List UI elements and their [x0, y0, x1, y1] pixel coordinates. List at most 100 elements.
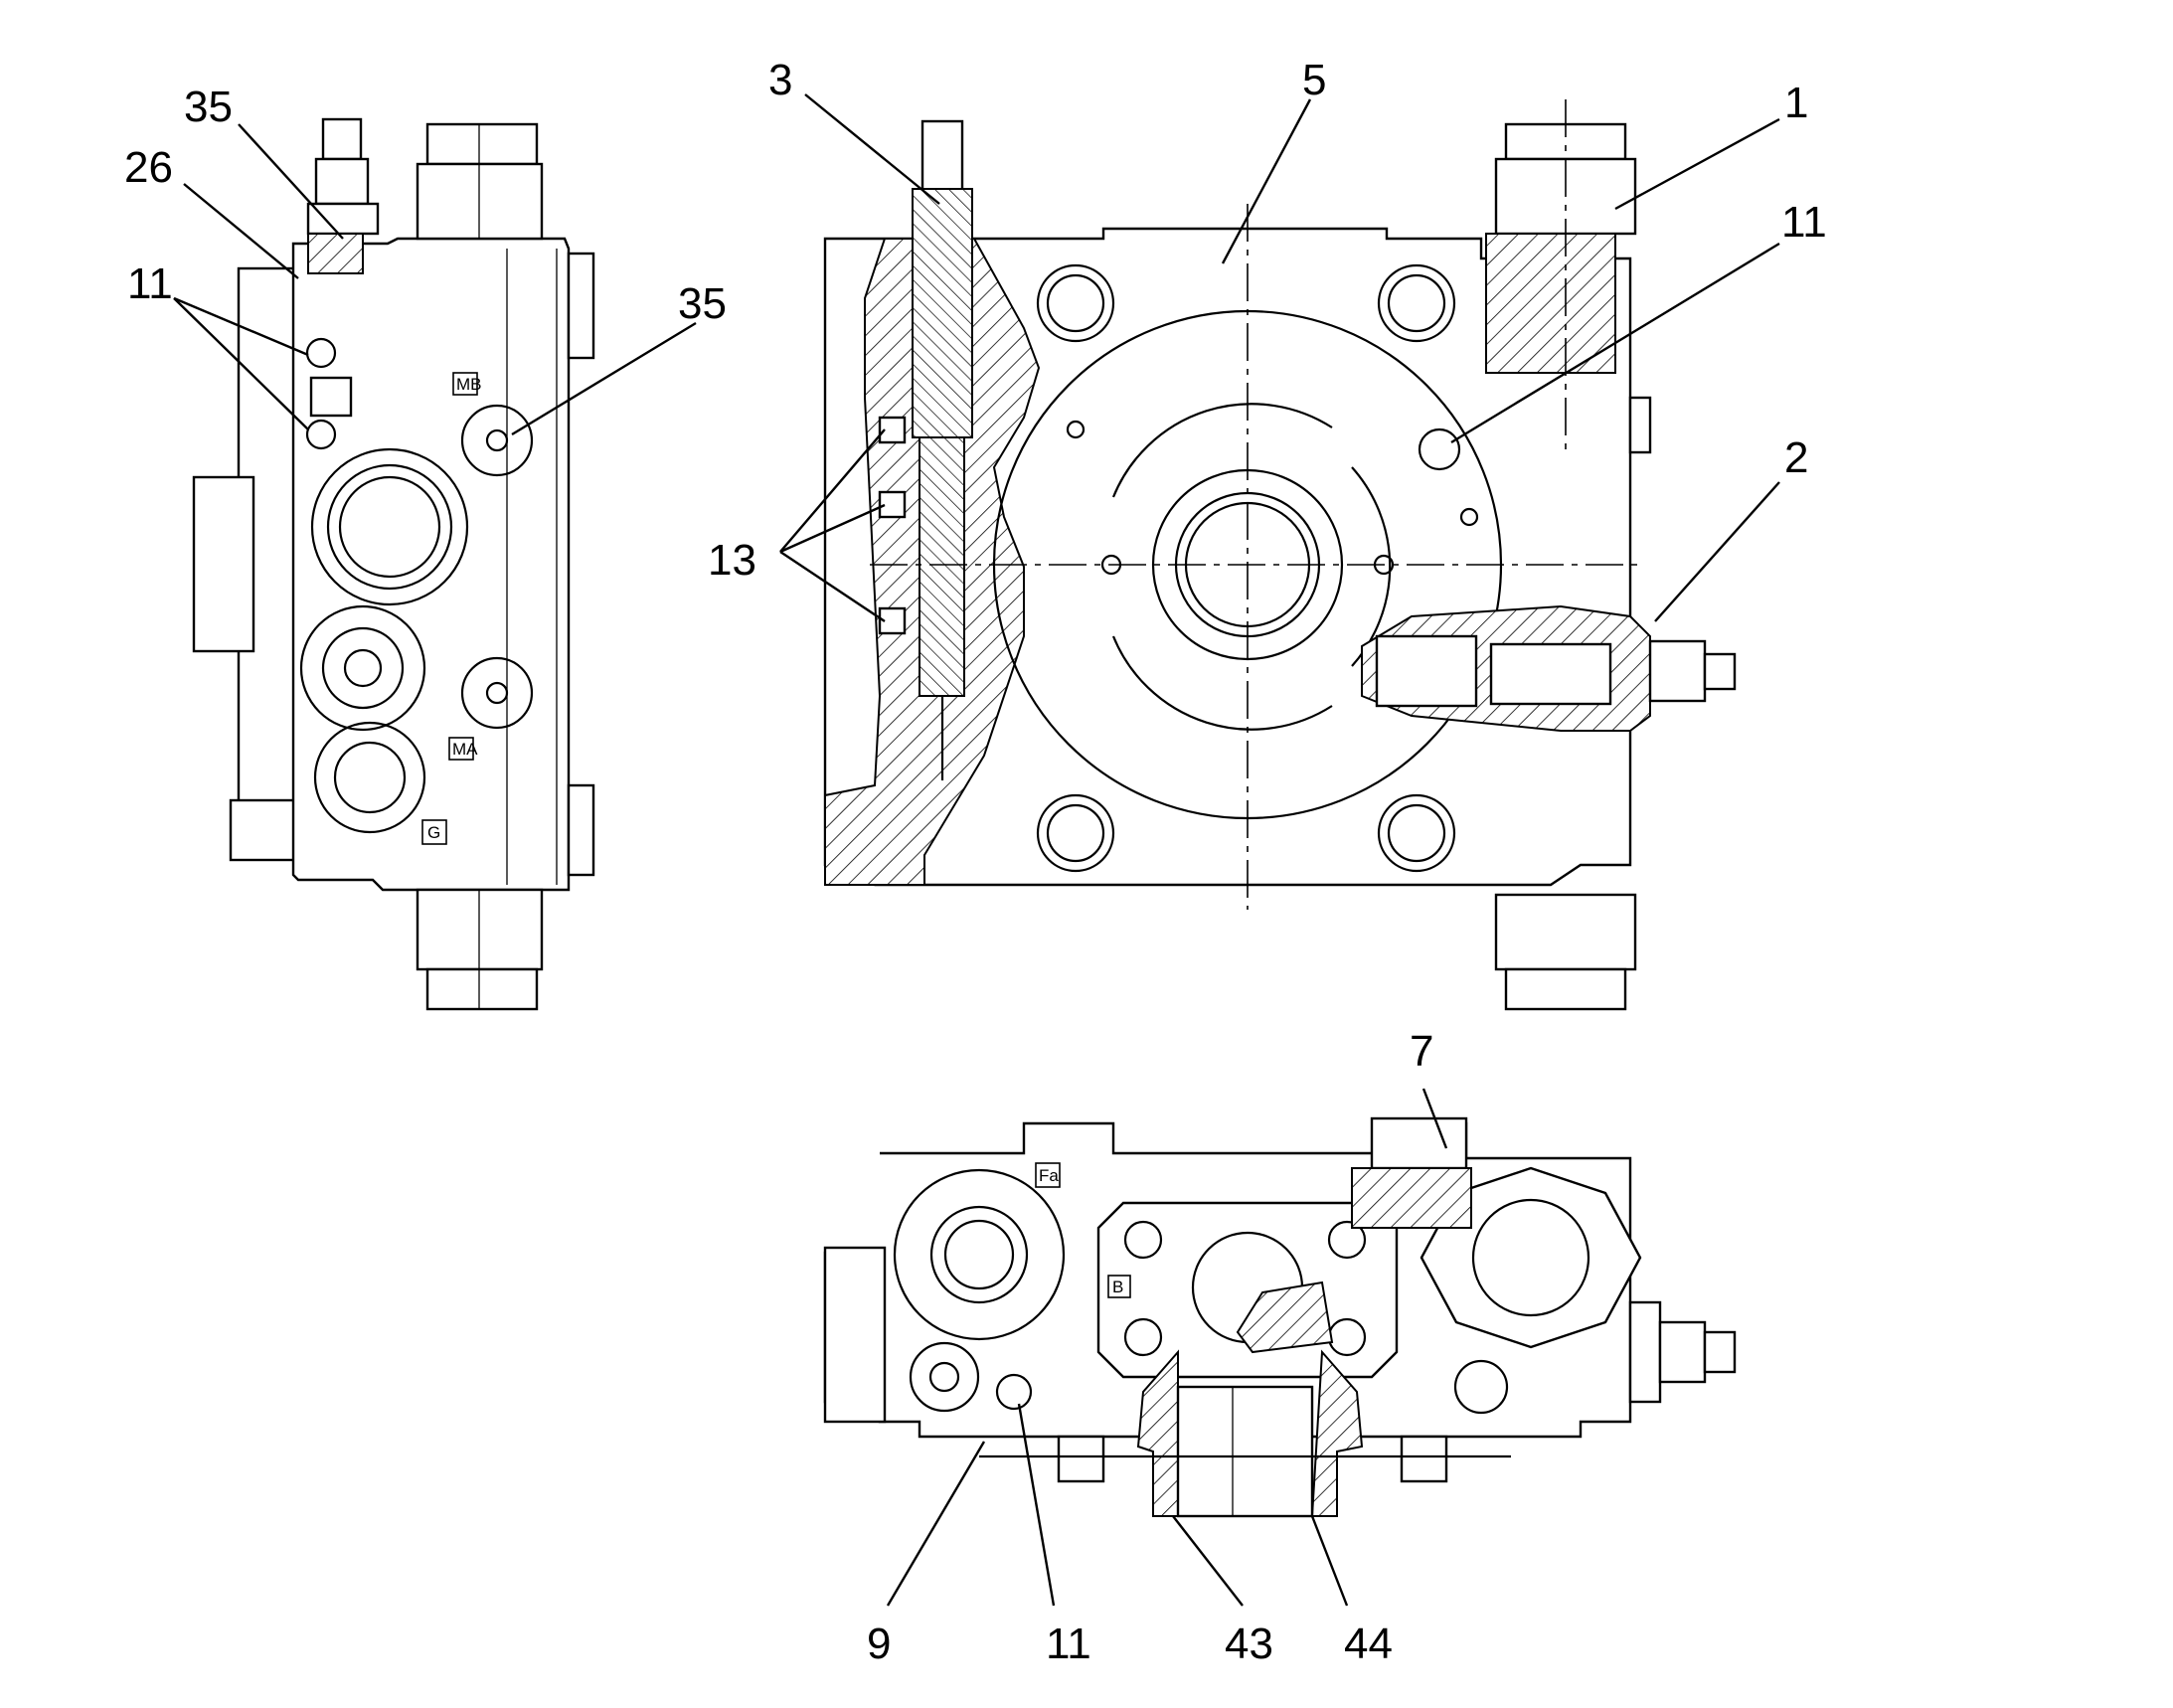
port-label-ma: MA	[452, 740, 478, 759]
side-gauge-port-ma-outer	[460, 656, 534, 730]
callout-side-35-top: 35	[184, 83, 233, 131]
front-view: 3 5 1 11 2 13	[708, 56, 1827, 1011]
side-right-flange	[567, 252, 595, 360]
side-hex-plug-mid	[321, 626, 405, 710]
leader-front-2	[1654, 481, 1780, 622]
leader-front-3	[804, 93, 940, 205]
front-valve-3-body	[912, 188, 973, 438]
side-main-body	[291, 237, 571, 892]
bottom-right-valve-nut	[1658, 1320, 1707, 1384]
side-right-lower-flange	[567, 783, 595, 877]
port-label-mb: MB	[456, 375, 482, 394]
callout-front-2: 2	[1784, 433, 1808, 482]
leader-front-13-a	[779, 428, 886, 553]
front-plug-11	[1418, 427, 1461, 471]
front-fitting-1-insert	[1485, 233, 1616, 374]
front-bottom-nut	[1494, 893, 1637, 971]
leader-bottom-43	[1172, 1515, 1244, 1607]
front-bolt-br-inner	[1387, 803, 1446, 863]
side-plug-upper	[305, 337, 337, 369]
side-top-nut-cap	[425, 122, 539, 166]
side-valve-insert	[307, 233, 364, 274]
bottom-pipe-43-bore	[1176, 1385, 1314, 1518]
side-plug-lower	[305, 419, 337, 450]
bottom-flange-bolt-tl	[1123, 1220, 1163, 1260]
side-hex-plug-inner	[343, 648, 383, 688]
bottom-right-plug	[1453, 1359, 1509, 1415]
front-small-hole-tr	[1459, 507, 1479, 527]
leader-front-13-c	[779, 551, 886, 622]
port-box-fa	[1035, 1162, 1061, 1188]
front-small-hole-tl	[1066, 420, 1086, 439]
port-label-b: B	[1112, 1278, 1123, 1296]
front-bolt-br-outer	[1377, 793, 1456, 873]
leader-side-26	[183, 183, 299, 279]
callout-front-5: 5	[1302, 56, 1326, 104]
leader-bottom-9	[886, 1441, 986, 1607]
callout-side-11: 11	[127, 259, 173, 308]
side-rear-cover	[192, 475, 255, 653]
bottom-flange-bolt-bl	[1123, 1317, 1163, 1357]
leader-front-11	[1450, 242, 1780, 444]
port-box-ma	[448, 737, 474, 761]
leader-side-11-b	[173, 297, 309, 430]
bottom-flange-wedge	[1236, 1281, 1334, 1354]
bottom-port-fa-mid	[929, 1205, 1029, 1304]
bottom-view: Fa B 7 9 11 43 44	[823, 1027, 1737, 1668]
front-valve-2-nut	[1648, 639, 1707, 703]
front-valve-2-spring	[1375, 634, 1478, 708]
side-top-fitting-hex	[314, 157, 370, 206]
side-view: MB MA G 35 26 11 35	[124, 83, 727, 1011]
front-valve-2-tip	[1703, 652, 1737, 691]
leader-side-35-top	[238, 123, 344, 240]
bottom-plug-11	[995, 1373, 1033, 1411]
side-gauge-port-ma-inner	[485, 681, 509, 705]
side-gauge-port-mb-inner	[485, 428, 509, 452]
callout-bottom-7: 7	[1410, 1027, 1433, 1076]
side-large-port-inner	[338, 475, 441, 579]
bottom-foot-left	[1057, 1435, 1105, 1483]
leader-bottom-44	[1310, 1515, 1349, 1607]
bottom-fitting-7-top	[1370, 1116, 1468, 1170]
bottom-fitting-7-body	[1351, 1167, 1472, 1229]
side-port-g-outer	[313, 721, 426, 834]
front-bolt-tr-outer	[1377, 263, 1456, 343]
bottom-pipe-44-left	[1136, 1349, 1179, 1517]
callout-bottom-11: 11	[1046, 1620, 1091, 1668]
side-hex-plug-outer	[299, 604, 426, 732]
leader-side-35-right	[511, 321, 697, 436]
front-valve-2-core	[1489, 642, 1612, 706]
leader-front-5	[1221, 98, 1312, 264]
callout-bottom-9: 9	[867, 1620, 891, 1668]
callout-front-1: 1	[1784, 79, 1808, 127]
leader-front-1	[1614, 117, 1780, 211]
bottom-foot-right	[1400, 1435, 1448, 1483]
port-label-g: G	[427, 823, 440, 842]
callout-bottom-43: 43	[1225, 1620, 1273, 1668]
front-bolt-tl-outer	[1036, 263, 1115, 343]
leader-bottom-7	[1421, 1088, 1448, 1149]
side-port-g-inner	[333, 741, 407, 814]
port-box-b	[1107, 1275, 1131, 1298]
front-kidney-slot-lower	[1111, 635, 1333, 731]
front-valve-3-lower	[919, 436, 965, 697]
bottom-flange-b-plate	[1096, 1201, 1399, 1379]
port-box-g	[421, 819, 447, 845]
callout-side-35-right: 35	[678, 279, 727, 328]
side-large-port-outer	[310, 447, 469, 606]
bottom-flange-bolt-tr	[1327, 1220, 1367, 1260]
front-bolt-bl-inner	[1046, 803, 1105, 863]
bottom-port-fa-outer	[893, 1168, 1066, 1341]
bottom-port-fa-inner	[943, 1219, 1015, 1290]
front-right-flange	[1628, 396, 1652, 454]
side-small-valve	[309, 376, 353, 418]
callout-front-11: 11	[1781, 198, 1827, 247]
front-kidney-slot-upper	[1111, 403, 1333, 498]
callout-side-26: 26	[124, 143, 173, 192]
front-valve-3-top	[920, 119, 964, 193]
side-top-fitting-base	[306, 202, 380, 236]
front-bolt-tl-inner	[1046, 273, 1105, 333]
bottom-left-step	[823, 1246, 887, 1424]
side-gauge-port-mb-outer	[460, 404, 534, 477]
front-bolt-tr-inner	[1387, 273, 1446, 333]
